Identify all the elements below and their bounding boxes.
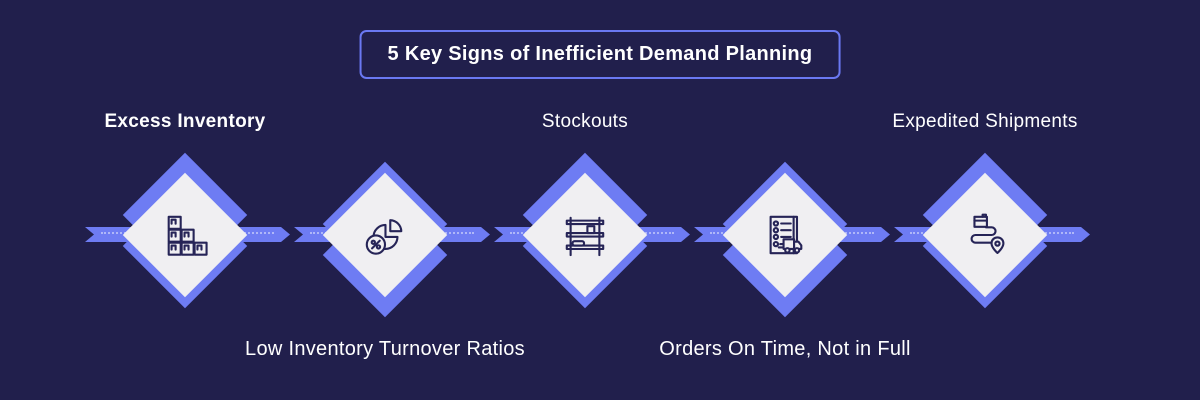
stacked-boxes-icon bbox=[167, 215, 208, 256]
order-checklist-truck-icon bbox=[769, 215, 803, 255]
step-expedited-shipments: Expedited Shipments bbox=[892, 0, 1077, 400]
shipment-route-pin-icon bbox=[970, 213, 1005, 254]
step-low-inventory-turnover: Low Inventory Turnover Ratios bbox=[245, 0, 525, 400]
step-stockouts: Stockouts bbox=[522, 0, 648, 400]
page-title: 5 Key Signs of Inefficient Demand Planni… bbox=[387, 43, 813, 65]
step-label: Orders On Time, Not in Full bbox=[659, 338, 911, 360]
step-orders-not-in-full: Orders On Time, Not in Full bbox=[659, 0, 910, 400]
step-label: Low Inventory Turnover Ratios bbox=[245, 338, 525, 360]
step-excess-inventory: Excess Inventory bbox=[104, 0, 265, 400]
step-label: Excess Inventory bbox=[104, 111, 266, 132]
step-label: Expedited Shipments bbox=[892, 111, 1078, 132]
empty-shelf-icon bbox=[565, 216, 605, 257]
pie-chart-percent-icon bbox=[365, 219, 403, 255]
title-box: 5 Key Signs of Inefficient Demand Planni… bbox=[359, 30, 841, 79]
step-label: Stockouts bbox=[541, 111, 629, 132]
